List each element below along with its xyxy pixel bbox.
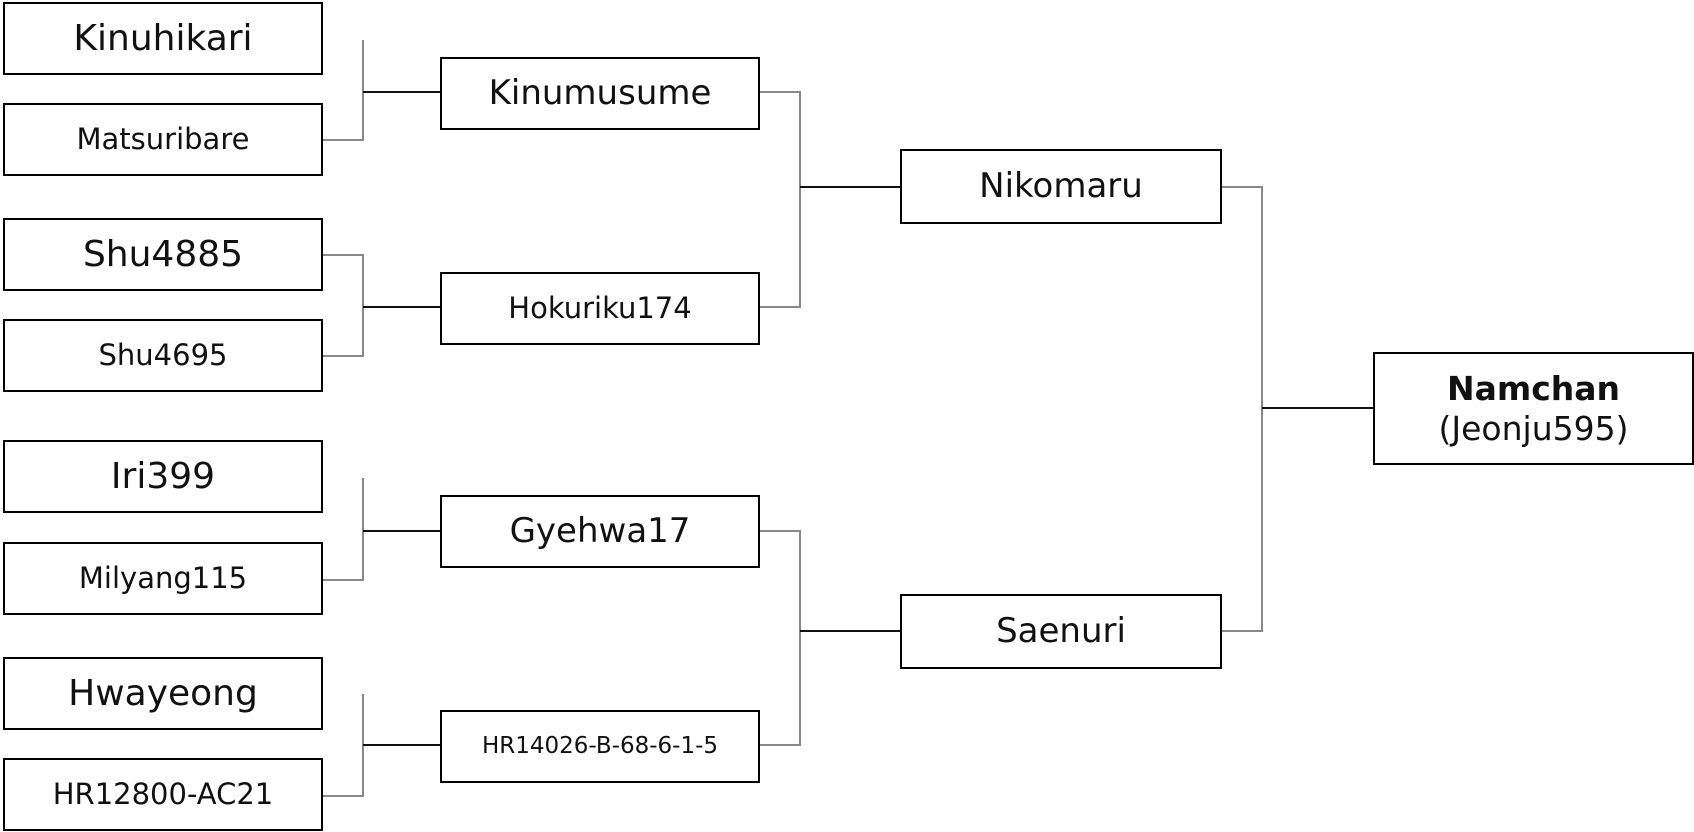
node-matsuribare: Matsuribare <box>3 103 323 176</box>
connector-shu4885-shu4695 <box>323 254 364 357</box>
node-label: Nikomaru <box>979 166 1143 207</box>
node-nikomaru: Nikomaru <box>900 149 1222 224</box>
cultivar-line: (Jeonju595) <box>1438 408 1629 448</box>
node-label: Gyehwa17 <box>509 511 691 552</box>
connector-kinuhikari-matsuribare <box>323 40 440 141</box>
node-hwayeong: Hwayeong <box>3 657 323 730</box>
node-label: HR14026-B-68-6-1-5 <box>481 732 719 759</box>
node-label: Saenuri <box>996 611 1126 652</box>
node-label: Shu4695 <box>98 338 228 373</box>
node-saenuri: Saenuri <box>900 594 1222 669</box>
connector-kinumusume-hokuriku174 <box>760 91 801 308</box>
node-namchan: Namchan (Jeonju595) <box>1373 352 1694 465</box>
node-label: Iri399 <box>110 455 216 497</box>
node-kinuhikari: Kinuhikari <box>3 2 323 75</box>
node-label: Hwayeong <box>68 672 258 714</box>
cultivar-name: Namchan <box>1446 368 1621 408</box>
connector-gyehwa17-hr14026 <box>760 530 801 746</box>
node-shu4695: Shu4695 <box>3 319 323 392</box>
node-milyang115: Milyang115 <box>3 542 323 615</box>
connector-hwayeong-hr12800 <box>323 694 364 797</box>
node-hr12800-ac21: HR12800-AC21 <box>3 758 323 831</box>
node-kinumusume: Kinumusume <box>440 57 760 130</box>
node-label: Matsuribare <box>76 122 250 157</box>
node-label: Hokuriku174 <box>508 291 692 326</box>
node-hokuriku174: Hokuriku174 <box>440 272 760 345</box>
node-label: Shu4885 <box>82 233 244 275</box>
node-label: Kinuhikari <box>73 17 253 59</box>
connector-nikomaru-saenuri <box>1222 186 1263 632</box>
node-label: Kinumusume <box>488 73 712 114</box>
node-gyehwa17: Gyehwa17 <box>440 495 760 568</box>
node-label: Milyang115 <box>78 561 248 596</box>
node-label: HR12800-AC21 <box>52 777 274 812</box>
node-iri399: Iri399 <box>3 440 323 513</box>
node-shu4885: Shu4885 <box>3 218 323 291</box>
connector-iri399-milyang115 <box>323 478 364 581</box>
node-hr14026-b-68-6-1-5: HR14026-B-68-6-1-5 <box>440 710 760 783</box>
